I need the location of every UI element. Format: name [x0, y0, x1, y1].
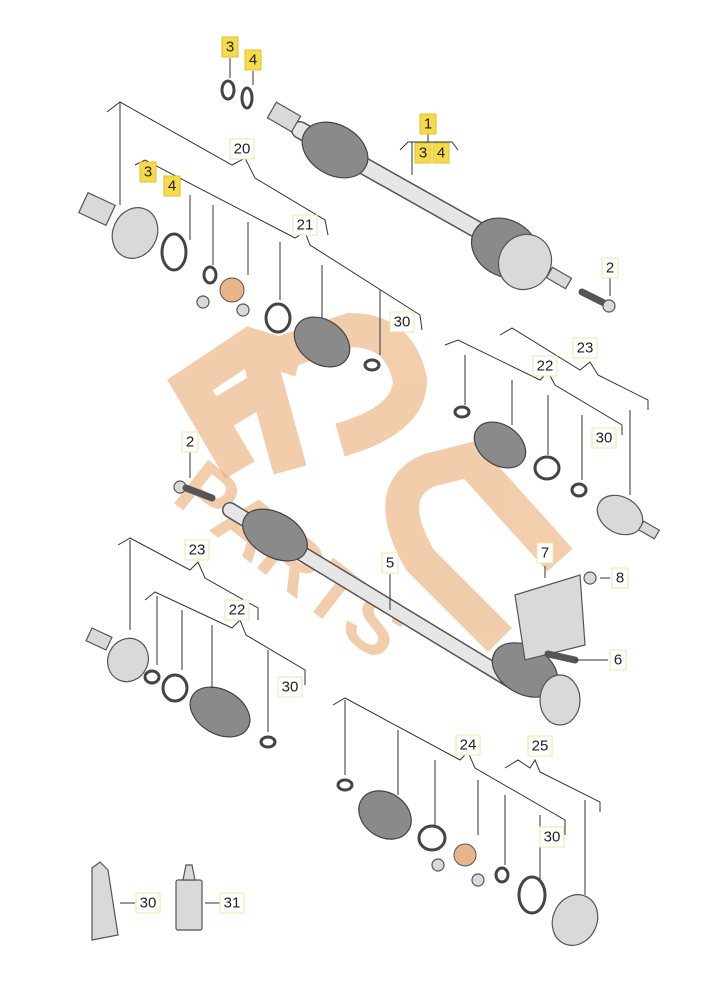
callout-box	[532, 355, 558, 377]
callout-box	[536, 542, 554, 564]
bolt-2-top	[578, 288, 616, 313]
joint-parts-lower-right	[336, 778, 599, 946]
callout-part-21[interactable]: 21	[292, 214, 318, 236]
callout-box	[181, 431, 199, 453]
callout-part-3[interactable]: 3	[139, 161, 157, 183]
callout-part-3[interactable]: 3	[221, 36, 239, 58]
callout-number: 4	[437, 145, 445, 162]
callout-number: 4	[168, 178, 176, 195]
callout-number: 30	[596, 430, 613, 447]
callout-number: 8	[616, 570, 624, 587]
callout-part-22[interactable]: 22	[224, 599, 250, 621]
callout-part-4[interactable]: 4	[432, 142, 450, 164]
callout-box	[139, 161, 157, 183]
callout-number: 30	[282, 679, 299, 696]
callout-number: 30	[544, 829, 561, 846]
callout-part-30[interactable]: 30	[591, 427, 617, 449]
callout-part-3[interactable]: 3	[414, 142, 432, 164]
callout-number: 2	[606, 260, 614, 277]
watermark-logo	[167, 312, 573, 653]
callout-part-30[interactable]: 30	[539, 826, 565, 848]
callout-box	[219, 892, 245, 914]
callout-number: 7	[541, 545, 549, 562]
callout-part-6[interactable]: 6	[609, 649, 627, 671]
callout-number: 3	[144, 164, 152, 181]
heat-shield-7	[514, 574, 586, 661]
callout-box	[381, 552, 399, 574]
callout-number: 22	[229, 602, 246, 619]
callout-number: 3	[419, 145, 427, 162]
callout-part-31[interactable]: 31	[219, 892, 245, 914]
callout-part-8[interactable]: 8	[611, 567, 629, 589]
callout-box	[455, 734, 481, 756]
callout-number: 30	[394, 314, 411, 331]
callout-box	[184, 539, 210, 561]
callout-box	[221, 36, 239, 58]
callout-box	[292, 214, 318, 236]
callout-number: 21	[297, 217, 314, 234]
callout-box	[572, 337, 598, 359]
callout-part-5[interactable]: 5	[381, 552, 399, 574]
callout-box	[591, 427, 617, 449]
callout-box	[539, 826, 565, 848]
callout-part-1[interactable]: 1	[419, 113, 437, 135]
callout-part-2[interactable]: 2	[181, 431, 199, 453]
callout-number: 25	[532, 738, 549, 755]
callout-number: 1	[424, 116, 432, 133]
circlip-rings-top	[220, 79, 254, 110]
callout-box	[611, 567, 629, 589]
sealant-bottle	[175, 864, 203, 931]
callout-number: 30	[140, 895, 157, 912]
callout-number: 23	[577, 340, 594, 357]
callout-number: 6	[614, 652, 622, 669]
callout-box	[609, 649, 627, 671]
callout-box	[419, 113, 437, 135]
callout-box	[135, 892, 161, 914]
boot-parts-right	[453, 405, 661, 540]
callout-box	[601, 257, 619, 279]
callout-number: 24	[460, 737, 477, 754]
callout-box	[229, 138, 255, 160]
callout-part-25[interactable]: 25	[527, 735, 553, 757]
callout-box	[244, 49, 262, 71]
callout-part-20[interactable]: 20	[229, 138, 255, 160]
callout-box	[527, 735, 553, 757]
callout-part-30[interactable]: 30	[135, 892, 161, 914]
callout-number: 23	[189, 542, 206, 559]
callout-number: 22	[537, 358, 554, 375]
nut-8	[583, 571, 597, 585]
bolt-2-middle	[173, 480, 216, 502]
bolt-6	[544, 650, 579, 664]
callout-part-30[interactable]: 30	[277, 676, 303, 698]
callout-part-4[interactable]: 4	[163, 175, 181, 197]
drive-shaft-assembly-top	[266, 101, 573, 291]
joint-parts-lower-left	[85, 627, 277, 749]
callout-part-4[interactable]: 4	[244, 49, 262, 71]
callout-part-2[interactable]: 2	[601, 257, 619, 279]
callout-box	[432, 142, 450, 164]
callout-part-23[interactable]: 23	[184, 539, 210, 561]
callout-box	[389, 311, 415, 333]
callout-part-7[interactable]: 7	[536, 542, 554, 564]
callout-box	[163, 175, 181, 197]
callout-number: 2	[186, 434, 194, 451]
callout-box	[224, 599, 250, 621]
callout-number: 3	[226, 39, 234, 56]
callout-part-24[interactable]: 24	[455, 734, 481, 756]
callout-part-22[interactable]: 22	[532, 355, 558, 377]
joint-parts-upper-left	[77, 191, 381, 372]
callout-box	[414, 142, 432, 164]
callout-number: 31	[224, 895, 241, 912]
callout-number: 4	[249, 52, 257, 69]
callout-number: 5	[386, 555, 394, 572]
callout-number: 20	[234, 141, 251, 158]
callout-part-30[interactable]: 30	[389, 311, 415, 333]
callout-box	[277, 676, 303, 698]
callout-part-23[interactable]: 23	[572, 337, 598, 359]
grease-tube	[91, 861, 119, 941]
drive-shaft-middle	[222, 502, 581, 726]
